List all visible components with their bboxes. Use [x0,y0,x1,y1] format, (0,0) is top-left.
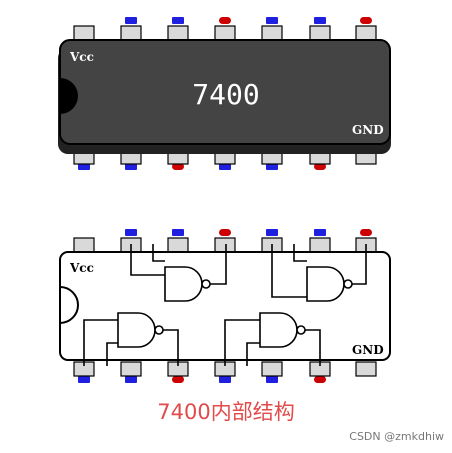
nand-gate-1-input-a [130,244,165,276]
top-upper-pin-4 [214,25,236,41]
top-upper-pin-1 [73,25,95,41]
nand-gate-2-input-a [271,244,307,298]
nand-gate-1 [130,244,227,302]
nand-gate-4-input-a [224,319,260,366]
top-upper-pin-7-marker [360,17,372,24]
top-upper-pin-5-marker [266,17,278,24]
top-upper-pin-4-marker [219,17,231,24]
top-upper-pin-2-marker [125,17,137,24]
internal-upper-pin-2-marker [125,229,137,236]
nand-gate-2-body [306,266,345,302]
nand-gate-2-bubble [343,279,353,289]
top-lower-pin-4-marker [219,163,231,170]
nand-gate-1-bubble [201,279,211,289]
nand-gate-2-output [352,244,367,285]
nand-gate-3-input-b [106,342,118,366]
chip-package-7400: Vcc 7400 GND [58,17,391,170]
diagram-caption: 7400内部结构 [157,400,295,424]
internal-chip-notch [59,286,79,324]
nand-gate-4-input-b [246,342,260,366]
watermark: CSDN @zmkdhiw [349,430,444,443]
chip-part-number: 7400 [192,78,259,111]
top-upper-pin-3 [167,25,189,41]
nand-gate-4-body [259,312,298,348]
nand-gate-3-body [117,312,156,348]
internal-upper-pin-4-marker [219,229,231,236]
top-lower-pin-2-marker [125,163,137,170]
internal-lower-pin-2-marker [125,376,137,383]
top-upper-pin-6-marker [314,17,326,24]
top-lower-pin-1-marker [78,163,90,170]
top-upper-pin-3-marker [172,17,184,24]
nand-gate-4-bubble [296,325,306,335]
chip-vcc-label: Vcc [69,50,94,64]
nand-gate-4 [224,312,321,366]
top-upper-pin-7 [355,25,377,41]
chip-gnd-label: GND [352,123,384,137]
internal-upper-pin-3 [167,237,189,253]
nand-gate-2 [271,244,367,302]
top-upper-pin-2 [120,25,142,41]
top-lower-pin-5-marker [266,163,278,170]
internal-gnd-label: GND [352,343,384,357]
internal-upper-pin-6-marker [314,229,326,236]
internal-upper-pin-6 [309,237,331,253]
internal-lower-pin-6-marker [314,376,326,383]
nand-gate-3-output [163,329,179,366]
top-upper-pin-5 [261,25,283,41]
internal-vcc-label: Vcc [69,261,94,275]
nand-gate-3-input-a [83,319,118,366]
internal-upper-pin-5-marker [266,229,278,236]
internal-upper-pin-1 [73,237,95,253]
internal-upper-pin-4 [214,237,236,253]
internal-lower-pin-5-marker [266,376,278,383]
top-lower-pin-3-marker [172,163,184,170]
internal-upper-pin-7-marker [360,229,372,236]
internal-upper-pin-3-marker [172,229,184,236]
nand-gate-3 [83,312,179,366]
nand-gate-3-bubble [154,325,164,335]
internal-lower-pin-7 [355,361,377,377]
chip-internal-structure: Vcc GND [59,229,391,383]
internal-chip-upper-pins [73,229,377,253]
internal-lower-pin-3-marker [172,376,184,383]
internal-lower-pin-1-marker [78,376,90,383]
nand-gate-2-input-b [293,244,307,262]
nand-gate-4-output [305,329,321,366]
internal-lower-pin-2 [120,361,142,377]
top-chip-upper-pins [73,17,377,41]
internal-lower-pin-4-marker [219,376,231,383]
nand-gate-1-output [210,244,227,285]
nand-gate-1-input-b [152,244,165,262]
top-lower-pin-6-marker [314,163,326,170]
nand-gate-1-body [164,266,203,302]
chip-notch [60,78,78,114]
top-upper-pin-6 [309,25,331,41]
internal-lower-pin-5 [261,361,283,377]
